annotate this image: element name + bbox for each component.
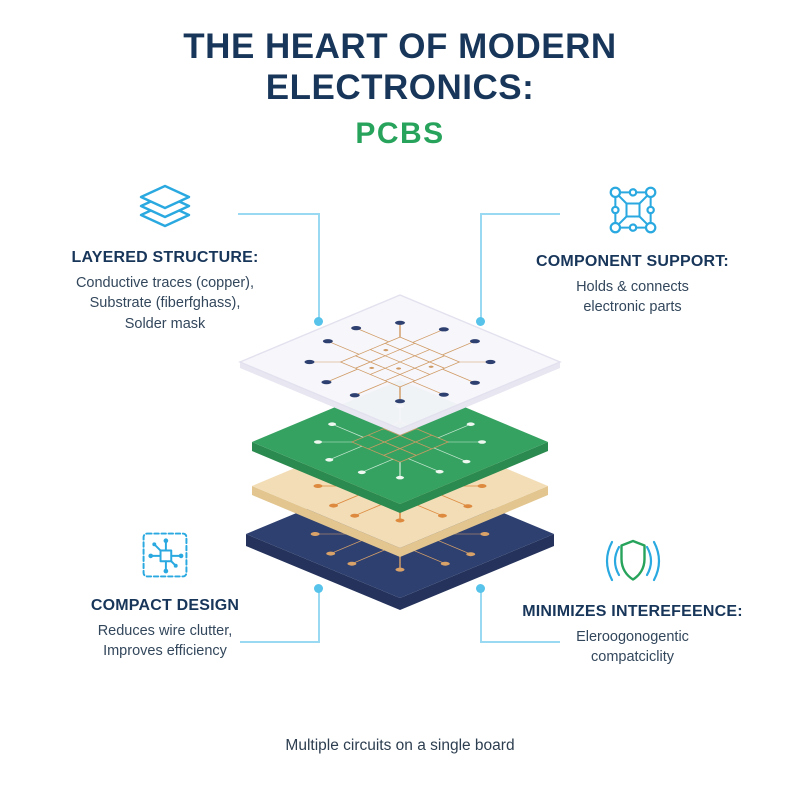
layers-icon: [139, 184, 191, 228]
connector-dot: [314, 317, 323, 326]
feature-body: Eleroogonogentic compatciclity: [576, 629, 689, 666]
connector-dot: [314, 584, 323, 593]
circuit-chip-icon: [142, 532, 188, 578]
shield-waves-icon: [605, 539, 660, 582]
connector-dot: [476, 584, 485, 593]
connector-line: [240, 641, 320, 643]
title-block: THE HEART OF MODERN ELECTRONICS: PCBS: [0, 26, 800, 151]
feature-layered-structure: LAYERED STRUCTURE: Conductive traces (co…: [30, 184, 300, 334]
connector-line: [318, 588, 320, 643]
feature-body: Reduces wire clutter, Improves efficienc…: [97, 623, 233, 660]
feature-heading: COMPACT DESIGN: [90, 597, 240, 614]
pcb-layer-white: [238, 294, 562, 435]
title-line1: THE HEART OF MODERN: [183, 27, 617, 66]
feature-heading: MINIMIZES INTEREFEENCE:: [522, 603, 743, 620]
title-line2: ELECTRONICS:: [265, 68, 535, 108]
title-accent: PCBS: [355, 116, 445, 150]
feature-body: Conductive traces (copper), Substrate (f…: [75, 275, 255, 332]
connector-line: [318, 213, 320, 321]
feature-compact-design: COMPACT DESIGN Reduces wire clutter, Imp…: [30, 530, 300, 662]
feature-body: Holds & connects electronic parts: [576, 279, 689, 316]
page-title: THE HEART OF MODERN ELECTRONICS:: [0, 26, 800, 109]
connector-line: [480, 641, 560, 643]
feature-heading: LAYERED STRUCTURE:: [71, 249, 259, 266]
connector-line: [480, 213, 482, 321]
connector-dot: [476, 317, 485, 326]
feature-heading: COMPONENT SUPPORT:: [536, 253, 729, 270]
connector-line: [238, 213, 320, 215]
feature-component-support: COMPONENT SUPPORT: Holds & connects elec…: [495, 184, 770, 318]
caption: Multiple circuits on a single board: [285, 737, 515, 754]
component-network-icon: [609, 186, 656, 234]
pcb-exploded-illustration: [238, 294, 562, 610]
connector-line: [480, 588, 482, 643]
connector-line: [480, 213, 560, 215]
feature-minimizes-interference: MINIMIZES INTEREFEENCE: Eleroogonogentic…: [495, 536, 770, 668]
